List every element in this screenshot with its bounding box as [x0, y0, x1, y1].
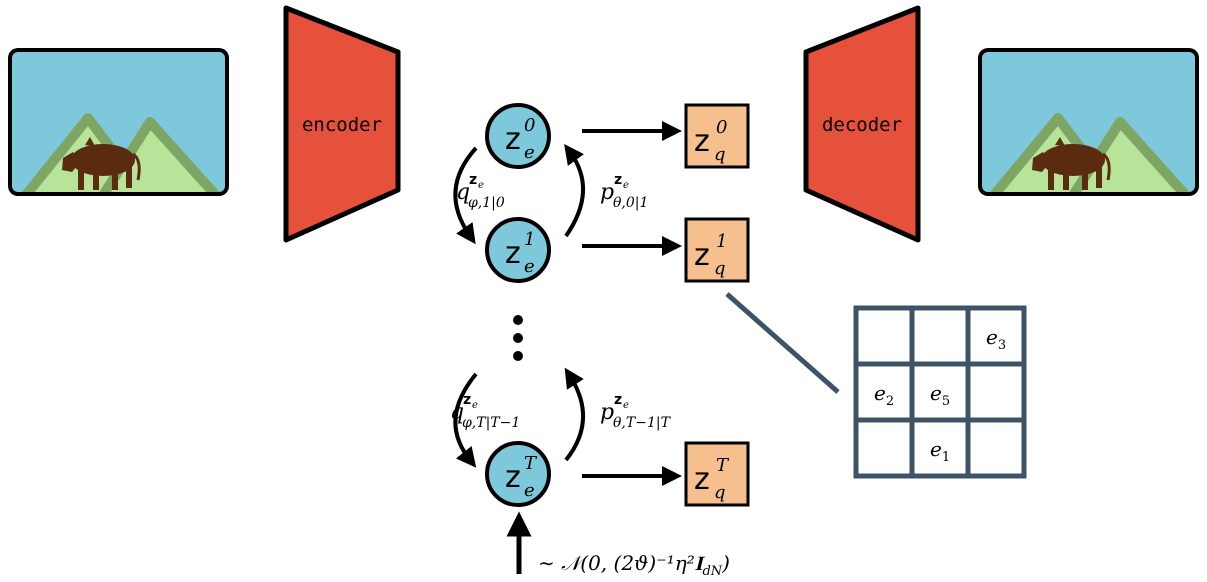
forward-arrow-bottom	[453, 372, 478, 468]
codebook-entry: e5	[930, 381, 950, 409]
latent-base: z	[505, 460, 521, 495]
ellipsis-dots	[513, 315, 523, 361]
quantized-sup: 1	[716, 231, 727, 252]
quantized-sup: T	[716, 455, 730, 476]
latent-sup: T	[524, 453, 538, 474]
quantized-sup: 0	[716, 117, 727, 138]
quantized-base: z	[694, 462, 710, 497]
input-image	[8, 48, 229, 196]
output-image	[978, 48, 1199, 196]
svg-text:z: z	[614, 172, 622, 188]
codebook-connector	[725, 292, 840, 394]
latent-sub: e	[524, 256, 535, 277]
codebook-grid: e3 e2 e5 e1	[853, 305, 1027, 479]
latent-sup: 0	[524, 115, 535, 136]
quantize-arrows	[582, 121, 682, 486]
reverse-arrow-bottom	[564, 367, 585, 462]
latent-sup: 1	[524, 229, 535, 250]
svg-text:z: z	[463, 392, 471, 408]
svg-text:q: q	[450, 400, 464, 425]
decoder-block: decoder	[803, 5, 921, 243]
svg-text:φ,1|0: φ,1|0	[468, 195, 505, 211]
codebook-entry: e3	[986, 325, 1006, 353]
quantized-base: z	[694, 124, 710, 159]
latent-sub: e	[524, 480, 535, 501]
svg-text:∼ 𝒩(0, (2ϑ)⁻¹η²𝐈dN): ∼ 𝒩(0, (2ϑ)⁻¹η²𝐈dN)	[538, 551, 730, 579]
svg-text:z: z	[505, 122, 521, 157]
svg-text:z: z	[469, 172, 477, 188]
label-p-top: p z e θ,0|1	[600, 172, 648, 211]
noise-input: ∼ 𝒩(0, (2ϑ)⁻¹η²𝐈dN)	[506, 511, 730, 579]
noise-close: )	[721, 551, 730, 575]
quantized-sub: q	[714, 258, 726, 279]
latent-sub: e	[524, 142, 535, 163]
svg-text:θ,T−1|T: θ,T−1|T	[613, 415, 672, 431]
svg-text:p: p	[600, 400, 614, 425]
latent-node-0: z e 0	[485, 103, 551, 169]
boar-icon	[1032, 137, 1111, 190]
quantized-box-T: z q T	[684, 441, 750, 507]
svg-text:e: e	[478, 180, 484, 191]
svg-text:θ,0|1: θ,0|1	[613, 195, 648, 211]
svg-text:e: e	[623, 180, 629, 191]
latent-node-1: z e 1	[485, 217, 551, 283]
forward-arrow-top	[453, 146, 478, 245]
codebook-entry: e2	[874, 381, 894, 409]
noise-sub: dN	[702, 564, 722, 579]
svg-text:p: p	[600, 180, 614, 205]
latent-node-T: z e T	[485, 441, 551, 507]
svg-text:e: e	[472, 400, 478, 411]
quantized-sub: q	[714, 482, 726, 503]
svg-text:z: z	[614, 392, 622, 408]
quantized-box-1: z q 1	[684, 217, 750, 283]
svg-text:q: q	[456, 180, 470, 205]
svg-text:φ,T|T−1: φ,T|T−1	[462, 415, 520, 431]
quantized-base: z	[694, 238, 710, 273]
noise-label: ∼ 𝒩(0, (2ϑ)⁻¹η²𝐈	[538, 551, 706, 575]
encoder-block: encoder	[283, 5, 401, 243]
latent-base: z	[505, 236, 521, 271]
label-q-top: q z e φ,1|0	[456, 172, 505, 211]
svg-text:e: e	[623, 400, 629, 411]
quantized-box-0: z q 0	[684, 103, 750, 169]
reverse-arrow-top	[564, 143, 585, 238]
decoder-label: decoder	[822, 114, 902, 136]
transition-arrows	[453, 143, 585, 468]
quantized-sub: q	[714, 144, 726, 165]
label-p-bottom: p z e θ,T−1|T	[600, 392, 672, 431]
label-q-bottom: q z e φ,T|T−1	[450, 392, 520, 431]
codebook-entry: e1	[930, 437, 950, 465]
boar-icon	[62, 137, 141, 190]
encoder-label: encoder	[302, 114, 382, 136]
latent-base: z	[505, 122, 521, 157]
